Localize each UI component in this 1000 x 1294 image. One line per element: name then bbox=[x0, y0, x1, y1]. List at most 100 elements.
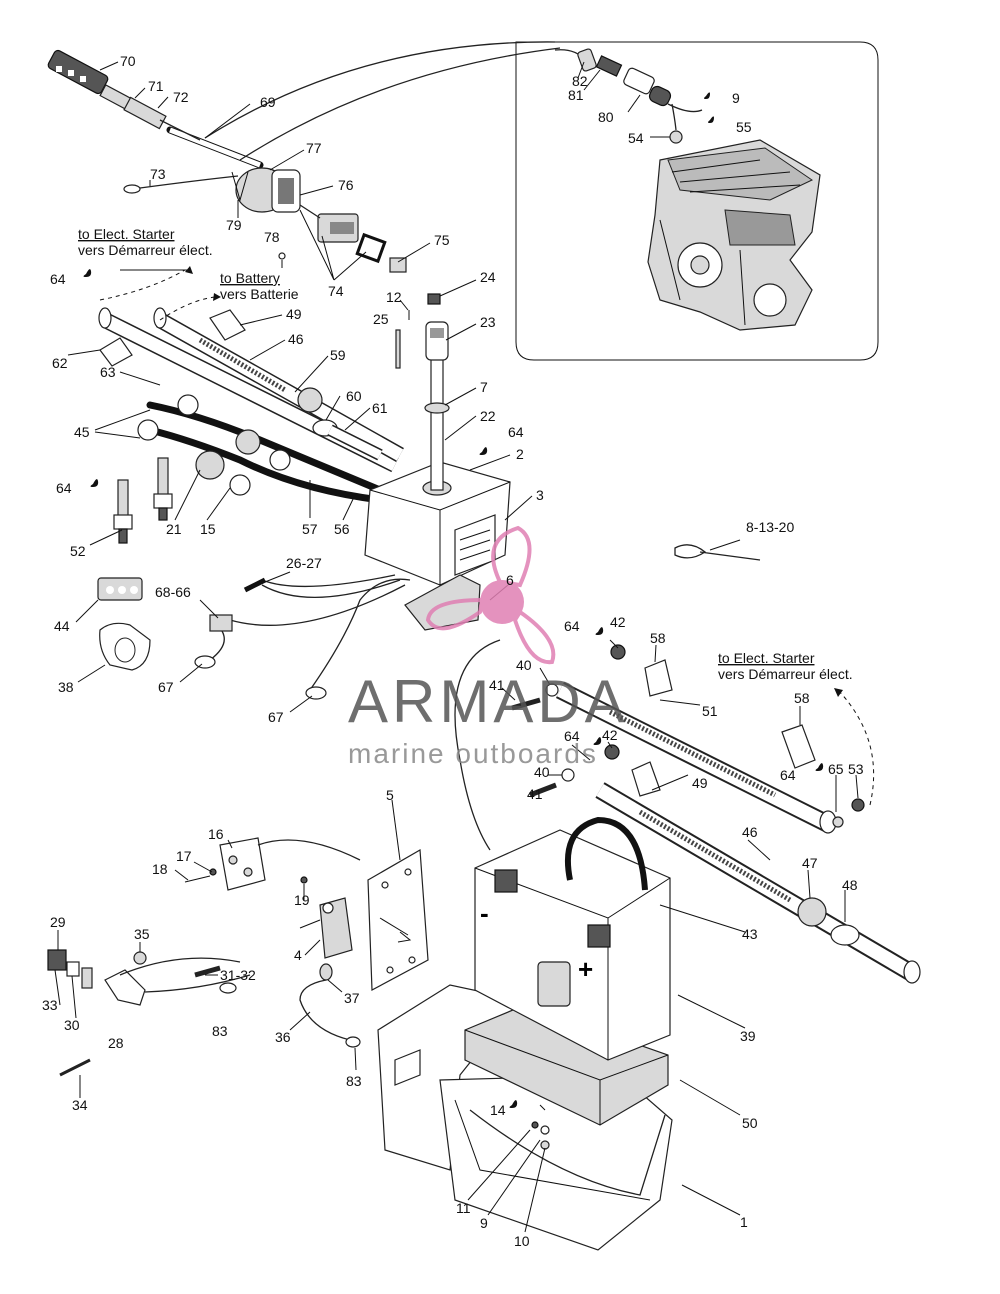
callout-labels: 70 71 72 69 77 73 76 79 78 75 74 24 12 2… bbox=[42, 53, 864, 1249]
ring-terminal-67b bbox=[305, 686, 327, 700]
nut-42b bbox=[604, 744, 620, 760]
callout-2: 2 bbox=[516, 446, 524, 462]
callout-58-mid: 58 bbox=[650, 630, 666, 646]
watermark: ARMADA marine outboards bbox=[348, 525, 625, 769]
cap-30 bbox=[66, 961, 80, 977]
callout-10: 10 bbox=[514, 1233, 530, 1249]
boot-37 bbox=[319, 963, 333, 981]
callout-24: 24 bbox=[480, 269, 496, 285]
callout-67-left: 67 bbox=[158, 679, 174, 695]
callout-18: 18 bbox=[152, 861, 168, 877]
tie-wrap-8-13-20 bbox=[674, 544, 761, 561]
callout-80: 80 bbox=[598, 109, 614, 125]
boot-62 bbox=[99, 337, 133, 367]
callout-34: 34 bbox=[72, 1097, 88, 1113]
nut-59 bbox=[297, 387, 323, 413]
battery-positive-symbol: + bbox=[578, 954, 593, 984]
sensor-54 bbox=[669, 130, 683, 144]
callout-77: 77 bbox=[306, 140, 322, 156]
callout-50: 50 bbox=[742, 1115, 758, 1131]
boot-58b bbox=[781, 724, 816, 769]
screw-14 bbox=[539, 1104, 546, 1111]
sealant-drop-icon bbox=[90, 479, 99, 487]
callout-64-top: 64 bbox=[50, 271, 66, 287]
callout-47: 47 bbox=[802, 855, 818, 871]
callout-15: 15 bbox=[200, 521, 216, 537]
note-battery-fr: vers Batterie bbox=[220, 286, 299, 302]
arrow-icon bbox=[397, 931, 412, 943]
callout-43: 43 bbox=[742, 926, 758, 942]
callout-39: 39 bbox=[740, 1028, 756, 1044]
callout-11: 11 bbox=[456, 1200, 471, 1216]
clamp-7 bbox=[424, 402, 450, 414]
callout-1: 1 bbox=[740, 1214, 748, 1230]
starter-cable-top bbox=[98, 307, 404, 473]
engine-block-illustration bbox=[647, 139, 821, 331]
connector-82 bbox=[577, 48, 597, 72]
boot-15 bbox=[229, 474, 251, 496]
callout-25: 25 bbox=[373, 311, 389, 327]
grommet-35 bbox=[133, 951, 147, 965]
callout-54: 54 bbox=[628, 130, 644, 146]
callout-40-mid: 40 bbox=[516, 657, 532, 673]
fuse-holder-28 bbox=[104, 969, 146, 1006]
sealant-drop-icon bbox=[815, 763, 824, 771]
battery-cable-46 bbox=[595, 782, 921, 984]
boot-48 bbox=[830, 924, 860, 946]
callout-55: 55 bbox=[736, 119, 752, 135]
sealant-drop-icon bbox=[708, 116, 714, 123]
fuse-31-32 bbox=[194, 965, 221, 978]
washer-40a bbox=[545, 683, 559, 697]
note-battery-en: to Battery bbox=[220, 270, 280, 286]
nut-19 bbox=[300, 876, 308, 884]
callout-33: 33 bbox=[42, 997, 58, 1013]
callout-28: 28 bbox=[108, 1035, 124, 1051]
leader-lines bbox=[54, 61, 875, 1233]
callout-23: 23 bbox=[480, 314, 496, 330]
callout-81: 81 bbox=[568, 87, 584, 103]
callout-56: 56 bbox=[334, 521, 350, 537]
sealant-drop-icon bbox=[595, 627, 604, 635]
callout-49-lower: 49 bbox=[692, 775, 708, 791]
callout-42-mid: 42 bbox=[610, 614, 626, 630]
callout-83-right: 83 bbox=[346, 1073, 362, 1089]
clip-79 bbox=[231, 171, 249, 202]
callout-31-32: 31-32 bbox=[220, 967, 256, 983]
callout-67-center: 67 bbox=[268, 709, 284, 725]
callout-64-right: 64 bbox=[780, 767, 796, 783]
propeller-logo bbox=[425, 525, 556, 665]
callout-9-tray: 9 bbox=[480, 1215, 488, 1231]
bolt-41a bbox=[511, 697, 541, 711]
callout-44: 44 bbox=[54, 618, 70, 634]
pin-25 bbox=[395, 329, 401, 369]
nut-17 bbox=[209, 868, 217, 876]
connector-72 bbox=[123, 96, 167, 130]
callout-14: 14 bbox=[490, 1102, 506, 1118]
cap-63 bbox=[177, 394, 199, 416]
washer-65 bbox=[832, 816, 844, 828]
callout-40-lower: 40 bbox=[534, 764, 550, 780]
callout-53: 53 bbox=[848, 761, 864, 777]
support-6 bbox=[404, 574, 481, 631]
arrow-to-battery bbox=[213, 293, 221, 301]
callout-64-box: 64 bbox=[508, 424, 524, 440]
connector-76 bbox=[317, 213, 359, 243]
nut-42a bbox=[610, 644, 626, 660]
connector-80 bbox=[623, 67, 672, 107]
callout-52: 52 bbox=[70, 543, 86, 559]
callout-75: 75 bbox=[434, 232, 450, 248]
callout-62: 62 bbox=[52, 355, 68, 371]
callout-79: 79 bbox=[226, 217, 242, 233]
spark-plug-cables bbox=[113, 394, 384, 544]
callout-69: 69 bbox=[260, 94, 276, 110]
callout-19: 19 bbox=[294, 892, 310, 908]
note-starter-top-en: to Elect. Starter bbox=[78, 226, 175, 242]
connector-81 bbox=[595, 55, 623, 77]
callout-68-66: 68-66 bbox=[155, 584, 191, 600]
ring-terminal-83a bbox=[219, 982, 237, 994]
callout-59: 59 bbox=[330, 347, 346, 363]
callout-22: 22 bbox=[480, 408, 496, 424]
callout-71: 71 bbox=[148, 78, 164, 94]
sealant-drop-icon bbox=[83, 269, 92, 277]
connector-70 bbox=[47, 49, 109, 95]
